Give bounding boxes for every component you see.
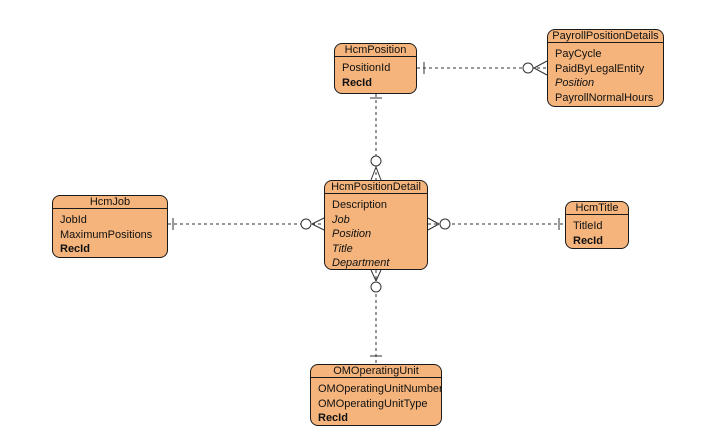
entity-hcm-title[interactable]: HcmTitle TitleId RecId [565, 201, 629, 249]
entity-payroll-position-details[interactable]: PayrollPositionDetails PayCycle PaidByLe… [547, 29, 664, 107]
field-rec-id: RecId [318, 412, 348, 424]
field-paid-by-legal-entity: PaidByLegalEntity [555, 62, 645, 75]
field-position: Position [555, 77, 595, 89]
field-title-id: TitleId [573, 220, 603, 232]
field-position: Position [332, 228, 372, 240]
field-om-operating-unit-number: OMOperatingUnitNumber [318, 383, 442, 395]
entity-om-operating-unit[interactable]: OMOperatingUnit OMOperatingUnitNumber OM… [310, 364, 442, 426]
crowfoot-marker [370, 166, 382, 181]
entity-hcm-position[interactable]: HcmPosition PositionId RecId [334, 43, 417, 94]
field-rec-id: RecId [342, 76, 372, 89]
entity-title: HcmPosition [335, 44, 416, 57]
field-job-id: JobId [60, 214, 87, 226]
entity-title: HcmPositionDetail [325, 181, 427, 194]
zero-marker [522, 62, 534, 74]
zero-marker [300, 218, 312, 230]
crowfoot-marker [311, 217, 325, 231]
field-payroll-normal-hours: PayrollNormalHours [555, 91, 654, 104]
entity-hcm-position-detail[interactable]: HcmPositionDetail Description Job Positi… [324, 180, 428, 270]
entity-title: HcmJob [53, 196, 167, 209]
entity-title: OMOperatingUnit [311, 365, 441, 378]
crowfoot-marker [533, 60, 548, 76]
crowfoot-marker [427, 217, 440, 231]
field-position-id: PositionId [342, 62, 391, 74]
field-job: Job [332, 213, 350, 226]
zero-marker [439, 218, 451, 230]
entity-title: PayrollPositionDetails [548, 30, 663, 43]
field-om-operating-unit-type: OMOperatingUnitType [318, 397, 428, 410]
entity-hcm-job[interactable]: HcmJob JobId MaximumPositions RecId [52, 195, 168, 258]
field-maximum-positions: MaximumPositions [60, 228, 153, 241]
crowfoot-marker [370, 269, 382, 282]
entity-title: HcmTitle [566, 202, 628, 215]
field-rec-id: RecId [60, 243, 90, 255]
zero-marker [370, 155, 382, 167]
field-department: Department [332, 257, 390, 269]
field-title: Title [332, 242, 353, 255]
field-description: Description [332, 199, 388, 211]
field-rec-id: RecId [573, 234, 603, 247]
field-pay-cycle: PayCycle [555, 48, 602, 60]
zero-marker [370, 281, 382, 293]
